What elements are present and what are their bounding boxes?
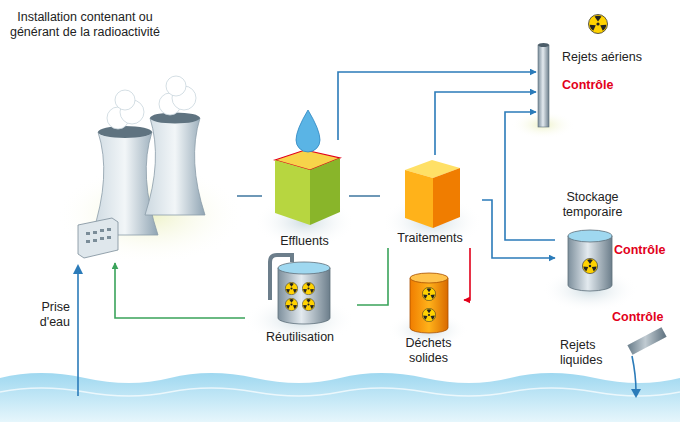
reuse-tank-top	[278, 262, 330, 274]
node-label: Traitements	[380, 231, 480, 246]
effluent-node: Effluents	[262, 140, 349, 251]
node-label: Installation contenant ou générant de la…	[5, 10, 165, 40]
liquid-release-node: Rejets liquides	[560, 338, 620, 376]
flow-connector	[357, 248, 388, 305]
node-label: Effluents	[262, 234, 347, 249]
treatment-cube	[433, 168, 460, 228]
building-windows	[86, 228, 111, 243]
intake-label: Prise d'eau	[14, 300, 70, 330]
node-label: Réutilisation	[245, 330, 355, 345]
node-label: Déchets solides	[395, 336, 462, 366]
outlet-flow	[632, 356, 636, 392]
control-label: Contrôle	[612, 310, 663, 325]
treatment-node: Traitements	[380, 155, 482, 248]
node-label: Rejets liquides	[560, 338, 618, 368]
flow-connector	[505, 112, 555, 240]
flow-connector	[464, 248, 470, 300]
flow-connector	[237, 195, 262, 197]
control-label: Contrôle	[562, 78, 613, 93]
waste-barrel-top	[410, 273, 448, 283]
flow-connector	[482, 200, 555, 258]
outlet-pipe	[630, 332, 664, 350]
chimney	[538, 45, 549, 127]
storage-node: Stockage temporaire	[555, 190, 632, 295]
chimney-top	[538, 43, 549, 47]
control-label: Contrôle	[614, 243, 665, 258]
cooling-tower	[145, 118, 205, 215]
flow-connector	[338, 72, 536, 140]
drop	[296, 110, 320, 152]
plant-node: Installation contenant ou générant de la…	[5, 8, 237, 263]
flow-connector	[349, 195, 380, 197]
node-label: Rejets aériens	[562, 50, 642, 65]
intake-arrow	[77, 272, 79, 396]
tower-top	[98, 126, 152, 138]
intake-arrowhead	[73, 264, 83, 274]
effluent-cube	[275, 160, 310, 225]
water	[0, 373, 680, 422]
reuse-tank	[278, 268, 330, 324]
reuse-node: Réutilisation	[245, 250, 357, 348]
wave	[0, 388, 680, 396]
treatment-cube	[405, 170, 433, 228]
node-label: Stockage temporaire	[555, 190, 630, 220]
building	[78, 218, 118, 258]
effluent-cube	[310, 158, 340, 225]
waste-barrel	[410, 278, 448, 333]
outlet-pipe-edge	[630, 332, 664, 350]
waste-node: Déchets solides	[395, 268, 464, 372]
outlet-arrowhead	[631, 389, 641, 398]
cooling-tower	[92, 132, 158, 235]
storage-tank-top	[568, 230, 612, 242]
storage-tank	[568, 236, 612, 291]
flow-connector	[115, 263, 245, 318]
flow-connector	[435, 92, 536, 155]
steam	[107, 76, 196, 129]
